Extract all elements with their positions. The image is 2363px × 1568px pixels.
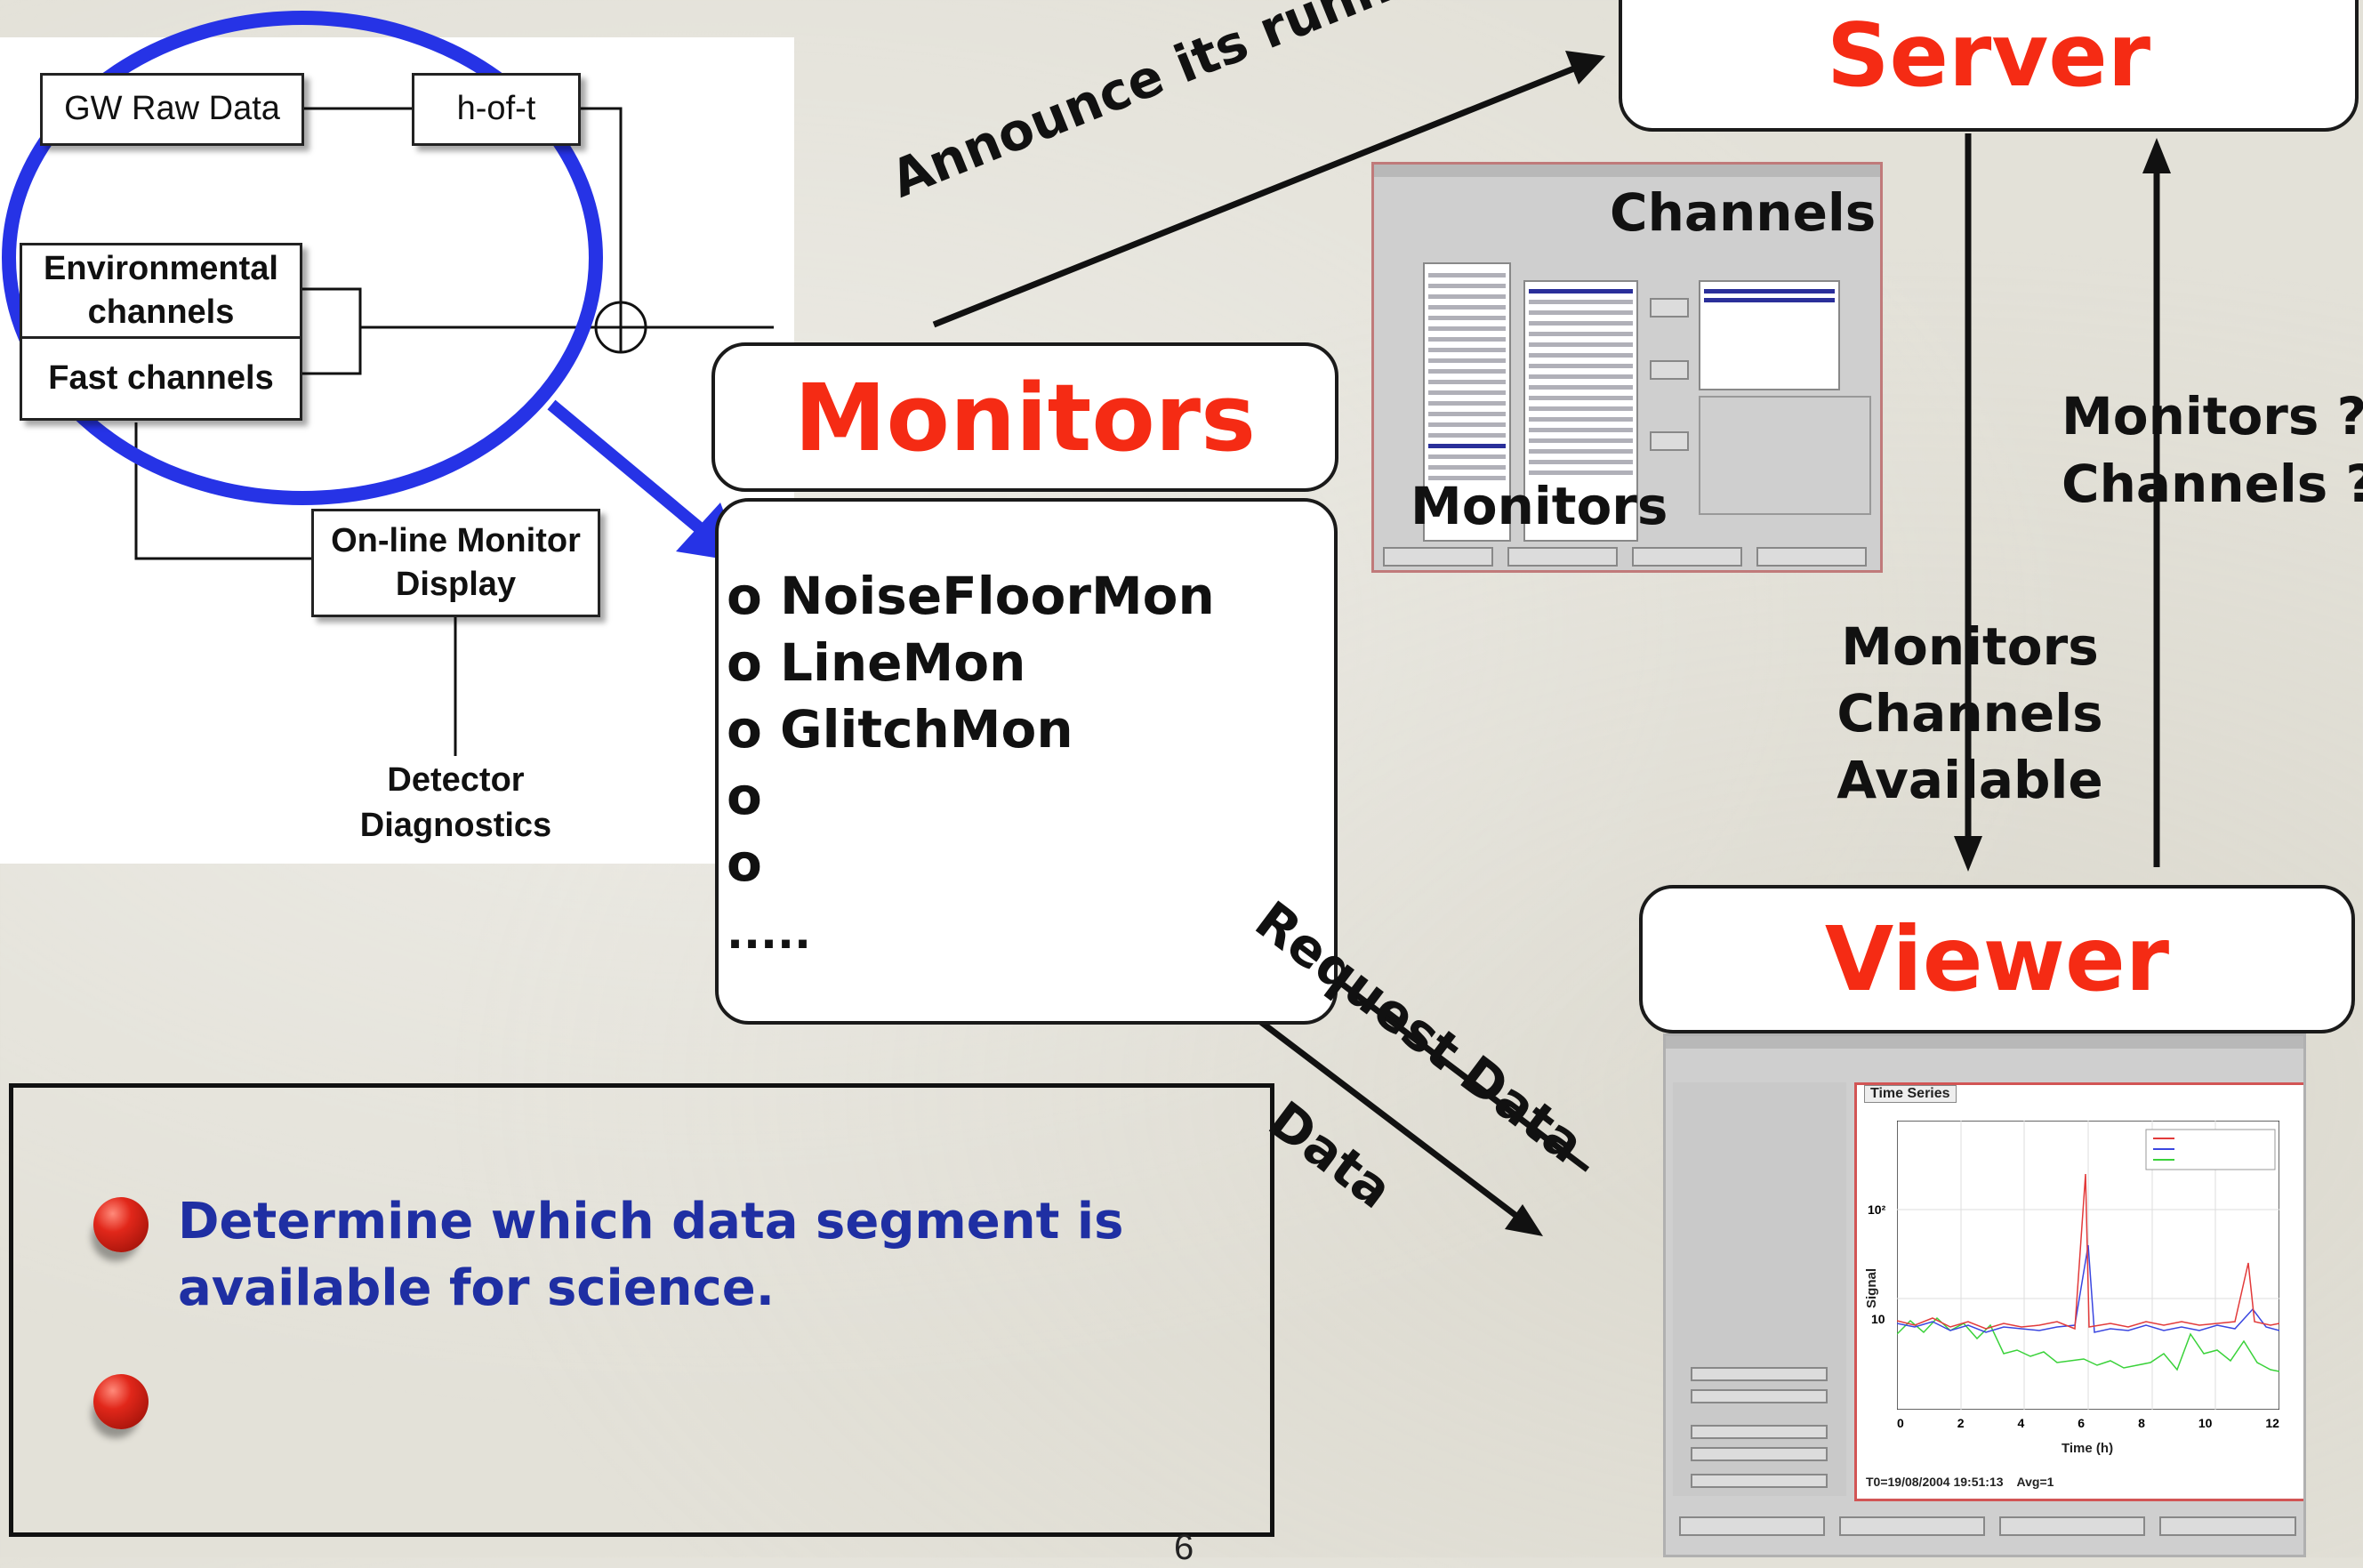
environmental-channels-cell: Environmental channels	[22, 245, 300, 339]
dmt-channel-list	[1523, 280, 1638, 542]
viewer-screenshot: Time Series Signal Time (h) T0=19/08/200…	[1663, 1033, 2306, 1557]
plot-xticks: 0 2 4 6 8 10 12	[1897, 1416, 2279, 1430]
monitor-item: .....	[727, 907, 811, 959]
plot-xtick: 10	[2198, 1416, 2213, 1430]
data-arrowhead-icon	[1505, 1204, 1543, 1236]
bullet-icon	[93, 1197, 149, 1252]
monitors-title-box	[711, 342, 1338, 492]
query-line: Monitors ?	[2062, 386, 2363, 446]
environmental-channels-label: Environmental channels	[44, 249, 278, 331]
viewer-controls	[1673, 1082, 1846, 1496]
viewer-title: Viewer	[1824, 907, 2170, 1011]
h-of-t-label: h-of-t	[456, 90, 536, 128]
channels-box: Environmental channels Fast channels	[20, 243, 302, 421]
connector-hoft-sum	[579, 107, 623, 313]
plot-xlabel: Time (h)	[2062, 1441, 2114, 1456]
online-display-label: On-line Monitor Display	[331, 521, 581, 603]
server-title: Server	[1826, 5, 2151, 107]
time-series-plot: Time Series Signal Time (h) T0=19/08/200…	[1854, 1082, 2303, 1501]
connector-fast-display	[134, 422, 311, 560]
server-box	[1619, 0, 2359, 132]
plot-title: Time Series	[1864, 1085, 1957, 1103]
plot-ytick: 10²	[1868, 1202, 1886, 1217]
monitors-title: Monitors	[794, 364, 1256, 472]
bullet-text: Determine which data segment is availabl…	[178, 1193, 1124, 1317]
fast-channels-cell: Fast channels	[22, 339, 300, 418]
plot-ylabel: Signal	[1864, 1267, 1880, 1309]
viewer-titlebar	[1666, 1036, 2303, 1049]
detector-diagnostics-label: Detector Diagnostics	[359, 761, 552, 845]
highlight-arrow-line	[547, 399, 716, 543]
plot-area	[1897, 1121, 2279, 1410]
dmt-monitor-list	[1423, 262, 1511, 542]
plot-footer: T0=19/08/2004 19:51:13 Avg=1	[1866, 1475, 2054, 1489]
monitor-item: o	[727, 766, 762, 826]
plot-xtick: 12	[2265, 1416, 2279, 1430]
announce-arrowhead-icon	[1565, 51, 1605, 84]
available-line: Channels	[1837, 683, 2103, 744]
server-viewer-arrowhead-icon	[1954, 836, 1982, 872]
dmt-screenshot	[1371, 162, 1883, 573]
connector-channels-bracket	[301, 287, 362, 375]
viewer-box	[1639, 885, 2355, 1033]
fast-channels-label: Fast channels	[48, 358, 274, 397]
h-of-t-box: h-of-t	[412, 73, 581, 146]
bullet-box	[9, 1083, 1274, 1537]
dmt-titlebar	[1374, 165, 1880, 177]
bullet-icon	[93, 1374, 149, 1429]
available-line: Available	[1837, 750, 2103, 810]
available-line: Monitors	[1841, 616, 2099, 677]
dmt-selected-list	[1699, 280, 1840, 390]
monitor-item: o LineMon	[727, 632, 1026, 693]
plot-xtick: 8	[2138, 1416, 2145, 1430]
highlight-circle-icon	[2, 11, 603, 505]
viewer-server-arrowhead-icon	[2142, 138, 2171, 173]
monitor-item: o	[727, 832, 762, 893]
monitor-item: o NoiseFloorMon	[727, 566, 1215, 626]
query-label: Monitors ? Channels ?	[2062, 382, 2363, 518]
query-line: Channels ?	[2062, 454, 2363, 514]
monitors-list-box	[715, 498, 1338, 1025]
plot-xtick: 6	[2078, 1416, 2086, 1430]
plot-xtick: 0	[1897, 1416, 1904, 1430]
gw-raw-data-label: GW Raw Data	[64, 90, 280, 128]
gw-raw-data-box: GW Raw Data	[40, 73, 304, 146]
monitor-item: o GlitchMon	[727, 699, 1073, 760]
available-label: Monitors Channels Available	[1810, 614, 2130, 814]
dmt-channels-label: Channels	[1610, 182, 1877, 243]
plot-xtick: 4	[2017, 1416, 2025, 1430]
dmt-monitors-label: Monitors	[1411, 476, 1668, 536]
page-number: 6	[1174, 1528, 1194, 1567]
plot-ytick: 10	[1871, 1312, 1885, 1326]
online-display-box: On-line Monitor Display	[311, 509, 600, 617]
announce-arrow-line	[932, 63, 1580, 328]
plot-xtick: 2	[1957, 1416, 1965, 1430]
